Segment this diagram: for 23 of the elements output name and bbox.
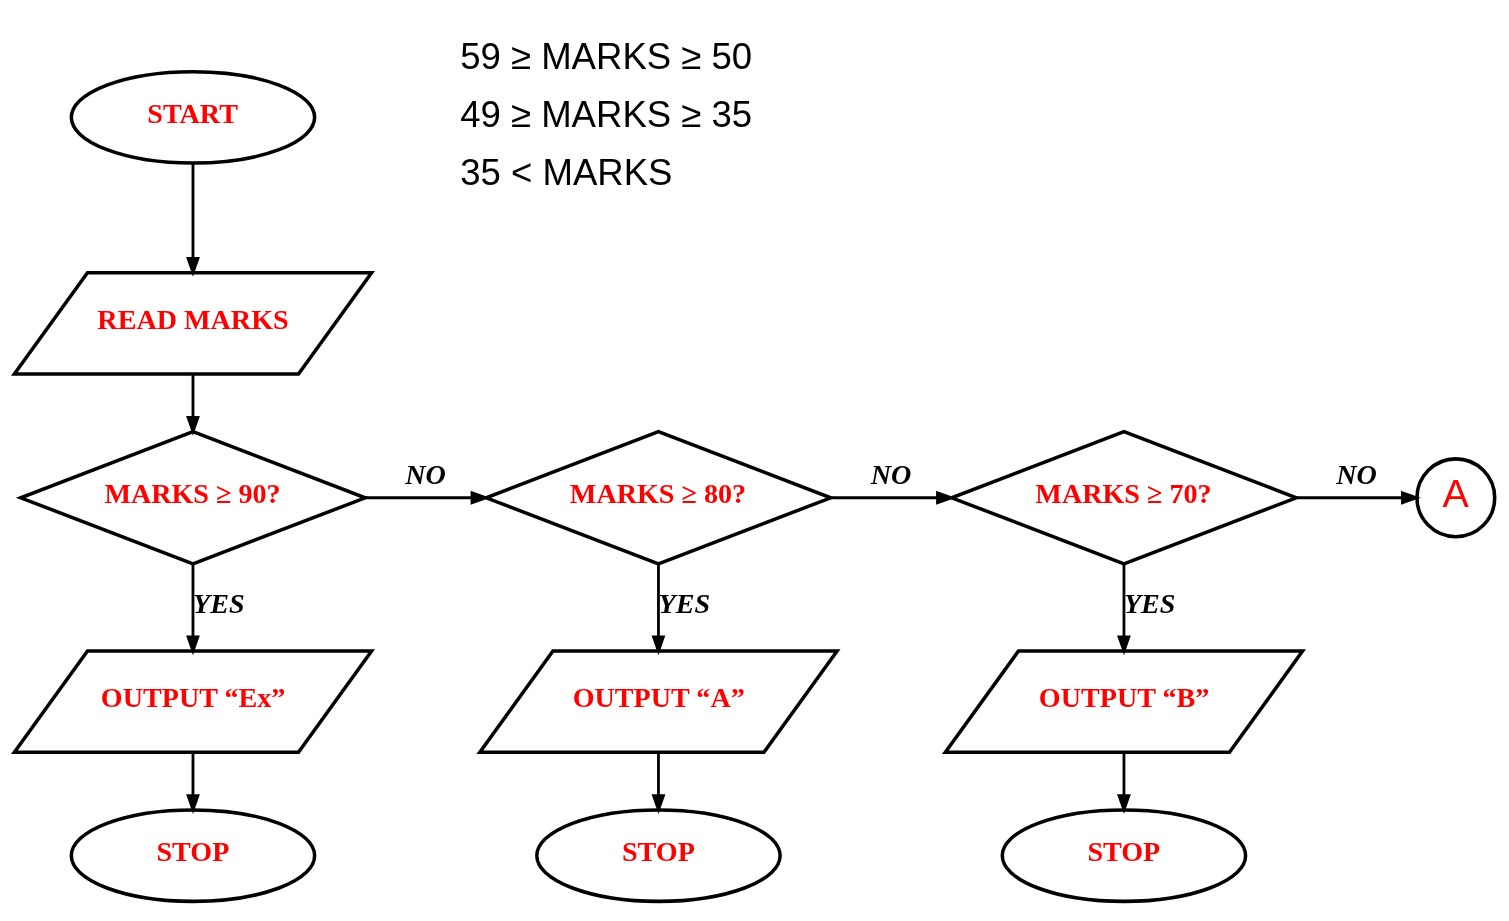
- arrow: [651, 563, 666, 656]
- edge-label: NO: [870, 458, 912, 490]
- edge-label: YES: [658, 588, 711, 620]
- node-ellipse: STOP: [1000, 808, 1248, 904]
- arrow: [1117, 752, 1131, 814]
- arrow: [186, 163, 200, 277]
- label: 49 ≥ MARKS ≥ 35: [460, 93, 753, 135]
- node-ellipse: START: [69, 69, 317, 165]
- arrow: [651, 752, 666, 814]
- arrow: [1296, 490, 1421, 505]
- arrow: [186, 563, 200, 656]
- edge-label: YES: [192, 588, 245, 620]
- arrow: [1117, 563, 1131, 656]
- edge-label: YES: [1123, 588, 1176, 620]
- arrow: [186, 752, 200, 814]
- edge-label: NO: [1336, 458, 1377, 490]
- edge-label: NO: [405, 458, 446, 490]
- node-ellipse: STOP: [69, 808, 317, 904]
- node-circle: A: [1415, 457, 1497, 539]
- node-ellipse: STOP: [535, 808, 782, 904]
- label: 59 ≥ MARKS ≥ 50: [460, 36, 753, 78]
- label: 35 < MARKS: [460, 151, 673, 193]
- arrow: [186, 374, 200, 436]
